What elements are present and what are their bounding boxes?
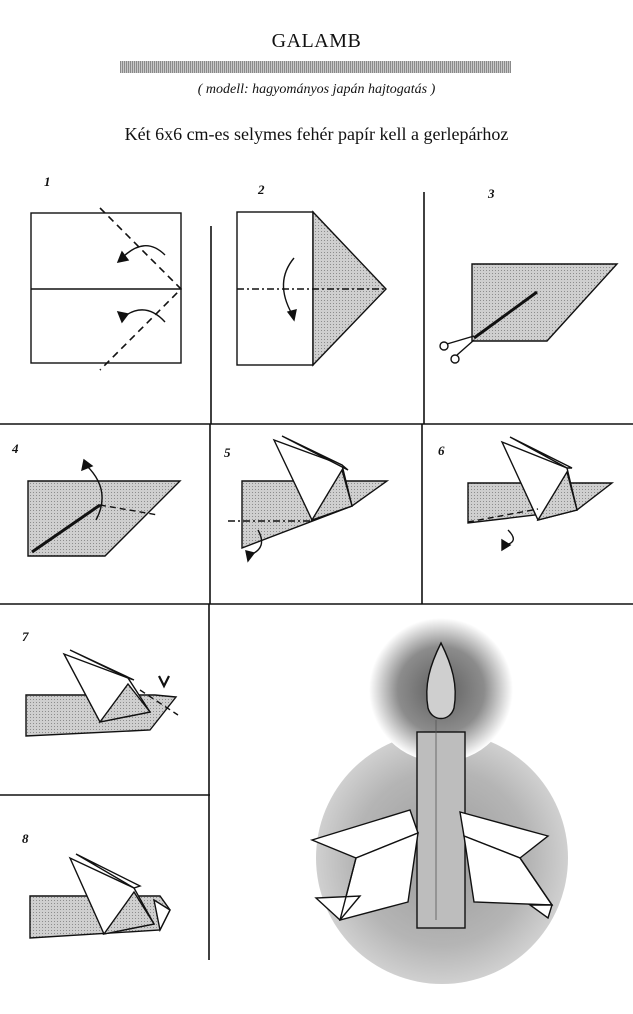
step-3-diagram [439, 263, 619, 364]
step-number-1: 1 [44, 174, 51, 189]
step-1-diagram [30, 207, 183, 371]
step-6-diagram [467, 436, 615, 552]
step-number-8: 8 [22, 831, 29, 846]
right-dove [459, 811, 554, 920]
step-number-2: 2 [258, 182, 265, 197]
page-subtitle: ( modell: hagyományos japán hajtogatás ) [197, 82, 436, 97]
instruction-text: Két 6x6 cm-es selymes fehér papír kell a… [124, 124, 509, 144]
scissors-icon [439, 335, 475, 364]
panel-dividers [0, 192, 633, 960]
step-4-diagram [27, 458, 182, 557]
step-number-3: 3 [488, 186, 495, 201]
step-8-diagram [29, 853, 171, 939]
step-5-diagram [228, 435, 390, 563]
step-number-4: 4 [12, 441, 19, 456]
step-2-diagram [236, 210, 387, 367]
step-number-7: 7 [22, 629, 29, 644]
left-dove [309, 809, 419, 922]
title-underline-bar [120, 61, 511, 73]
candle-illustration [309, 618, 568, 984]
step-7-diagram [25, 649, 179, 737]
step-number-5: 5 [224, 445, 231, 460]
page-title: GALAMB [271, 30, 362, 52]
step-number-6: 6 [438, 443, 445, 458]
